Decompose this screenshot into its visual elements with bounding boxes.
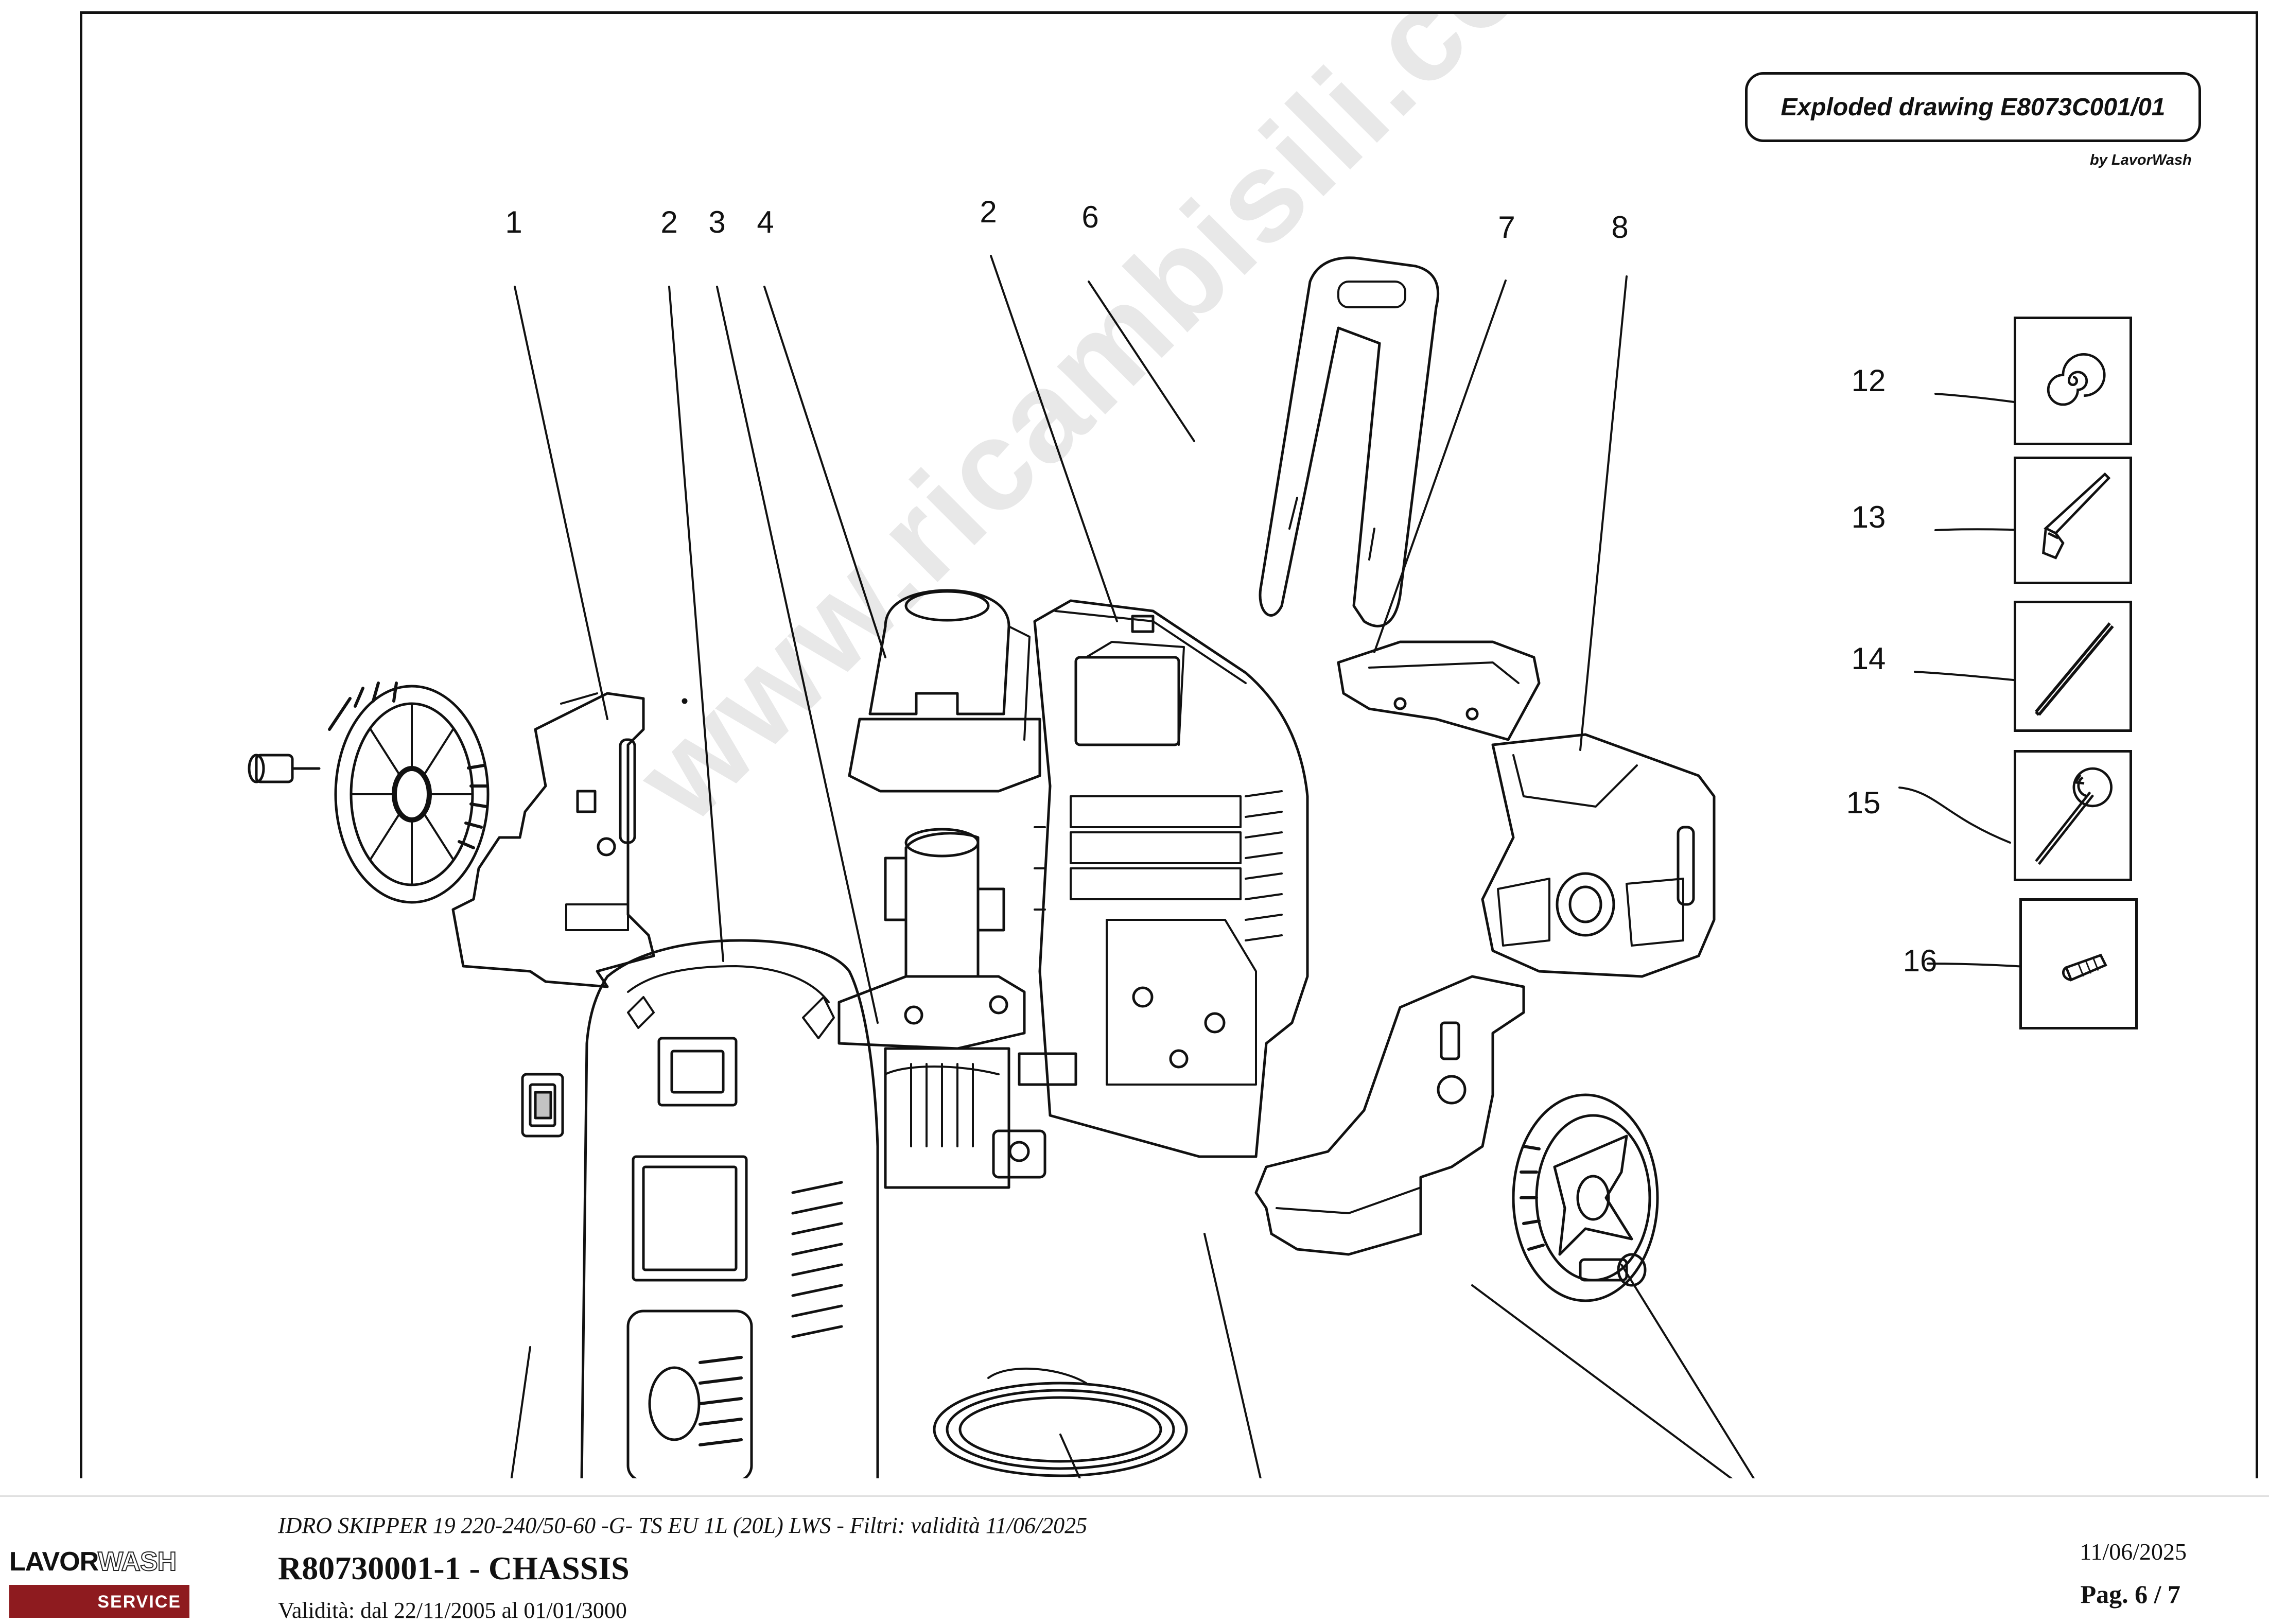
leader-lines <box>510 255 2070 1478</box>
callout-label: 15 <box>1846 785 1881 820</box>
lavorwash-service-logo: LAVORWASH SERVICE <box>9 1546 189 1618</box>
callout-label: 6 <box>1081 200 1099 234</box>
print-date: 11/06/2025 <box>2080 1539 2187 1565</box>
callout-label: 4 <box>757 205 774 239</box>
callout-label: 12 <box>1851 363 1886 398</box>
logo-brand-a: LAVOR <box>9 1547 98 1577</box>
lance-icon <box>2014 601 2132 732</box>
callout-label: 2 <box>660 205 678 239</box>
logo-service-text: SERVICE <box>97 1592 181 1612</box>
side-cover-part-8 <box>1481 733 1716 978</box>
footer-divider <box>0 1495 2269 1497</box>
spray-gun-icon <box>2014 457 2132 584</box>
motor-pump-part-3 <box>837 828 1077 1189</box>
callout-label: 2 <box>980 195 997 229</box>
rear-chassis-part-2 <box>1033 599 1309 1158</box>
rotating-nozzle-lance-icon <box>2014 750 2132 881</box>
model-line: IDRO SKIPPER 19 220-240/50-60 -G- TS EU … <box>278 1513 1088 1538</box>
front-chassis-part-2 <box>580 939 879 1478</box>
page-title: R80730001-1 - CHASSIS <box>278 1550 630 1586</box>
callout-label: 1 <box>505 205 522 239</box>
tank-part-4 <box>848 589 1041 793</box>
exploded-view-artwork <box>248 255 2070 1478</box>
callout-label: 13 <box>1851 500 1886 534</box>
callout-label: 7 <box>1498 210 1515 245</box>
handle-part-6 <box>1259 256 1440 627</box>
page-number: Pag. 6 / 7 <box>2080 1580 2180 1609</box>
left-wheel <box>328 682 490 904</box>
power-switch <box>521 1073 564 1138</box>
hose-coil-icon <box>2014 317 2132 445</box>
callout-label: 3 <box>708 205 726 239</box>
top-cover-part-7 <box>1337 640 1541 741</box>
logo-brand-b: WASH <box>97 1546 177 1577</box>
drawing-byline: by LavorWash <box>2090 152 2192 168</box>
nozzle-tip-icon <box>2019 898 2138 1029</box>
right-wheel <box>1512 1093 1659 1302</box>
callout-label: 16 <box>1903 944 1938 978</box>
right-axle-pin <box>1579 1253 1647 1287</box>
drawing-frame: www.ricambisili.com Exploded drawing E80… <box>80 11 2258 1478</box>
validity-text: Validità: dal 22/11/2005 al 01/01/3000 <box>278 1598 627 1623</box>
callout-label: 8 <box>1611 210 1629 245</box>
drawing-title: Exploded drawing E8073C001/01 <box>1745 72 2201 142</box>
hose-coil-bottom <box>933 1367 1188 1477</box>
right-cover-bracket <box>1254 975 1525 1256</box>
left-cover-part-1 <box>451 692 655 988</box>
callout-label: 14 <box>1851 641 1886 676</box>
left-axle-pin <box>248 754 321 783</box>
